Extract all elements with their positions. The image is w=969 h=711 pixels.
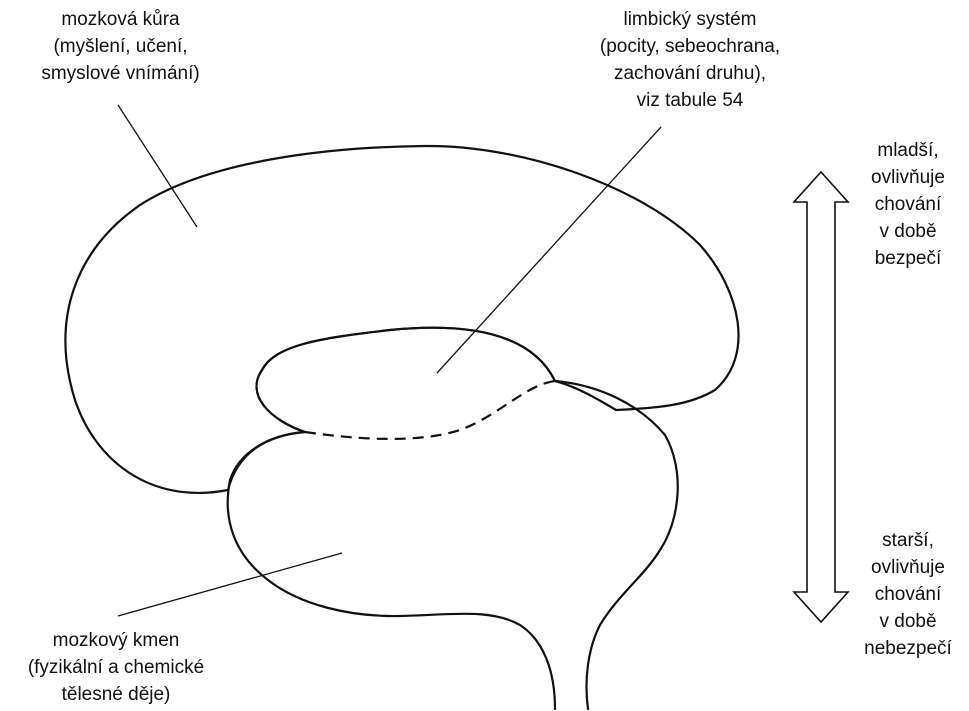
limbic-label: limbický systém (pocity, sebeochrana, za… <box>570 6 810 114</box>
older-label-line: starší, <box>882 530 934 551</box>
limbic-label-line: (pocity, sebeochrana, <box>599 36 781 57</box>
cortex-leader-line <box>117 104 198 228</box>
younger-label: mladší, ovlivňuje chování v době bezpečí <box>852 137 964 272</box>
brainstem-label: mozkový kmen (fyzikální a chemické těles… <box>2 627 230 708</box>
brainstem-outline-right <box>553 379 679 711</box>
cortex-label-line: smyslové vnímání) <box>41 63 200 84</box>
evolution-double-arrow <box>792 170 850 624</box>
cortex-outline <box>64 144 740 495</box>
limbic-brainstem-boundary <box>304 379 556 440</box>
older-label-line: v době <box>879 611 937 632</box>
brainstem-outline <box>226 430 557 711</box>
younger-label-line: chování <box>874 194 942 215</box>
brainstem-label-line: tělesné děje) <box>61 684 171 705</box>
younger-label-line: mladší, <box>877 140 939 161</box>
younger-label-line: ovlivňuje <box>871 167 945 188</box>
cortex-label-line: (myšlení, učení, <box>53 36 188 57</box>
older-label-line: ovlivňuje <box>871 557 945 578</box>
limbic-label-line: limbický systém <box>623 9 757 30</box>
brainstem-label-line: (fyzikální a chemické <box>27 657 205 678</box>
cortex-label: mozková kůra (myšlení, učení, smyslové v… <box>8 6 233 87</box>
brainstem-label-line: mozkový kmen <box>52 630 180 651</box>
limbic-outline <box>255 326 557 434</box>
older-label: starší, ovlivňuje chování v době nebezpe… <box>852 527 964 662</box>
older-label-line: nebezpečí <box>864 638 952 659</box>
younger-label-line: v době <box>879 221 937 242</box>
cortex-label-line: mozková kůra <box>61 9 180 30</box>
younger-label-line: bezpečí <box>874 248 942 269</box>
limbic-label-line: zachování druhu), <box>613 63 767 84</box>
limbic-leader-line <box>436 126 662 374</box>
older-label-line: chování <box>874 584 942 605</box>
brainstem-leader-line <box>117 552 343 617</box>
limbic-label-line: viz tabule 54 <box>636 90 744 111</box>
